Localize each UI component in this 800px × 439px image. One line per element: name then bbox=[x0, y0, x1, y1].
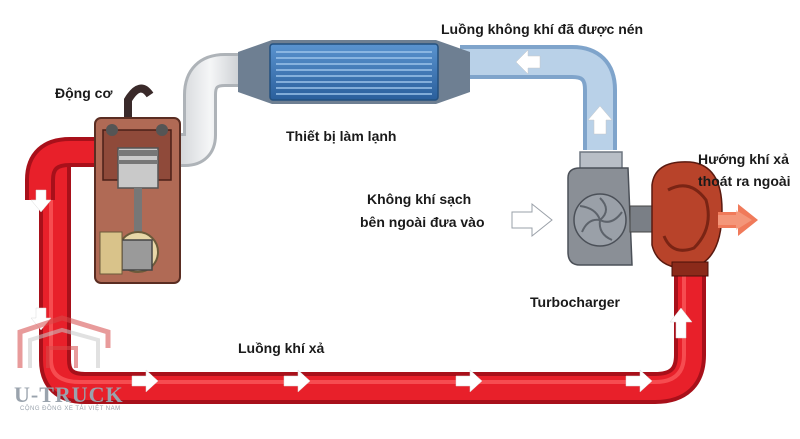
label-engine: Động cơ bbox=[55, 85, 113, 101]
compressed-air-pipe bbox=[170, 45, 617, 167]
arrow-right-icon bbox=[625, 369, 653, 393]
arrow-up-icon bbox=[669, 307, 693, 339]
arrow-up-icon bbox=[587, 105, 613, 135]
label-compressed-air: Luồng không khí đã được nén bbox=[441, 21, 644, 37]
arrow-right-icon bbox=[455, 369, 483, 393]
label-clean-air-1: Không khí sạch bbox=[367, 191, 472, 207]
label-clean-air-2: bên ngoài đưa vào bbox=[360, 214, 485, 230]
label-exhaust-out-2: thoát ra ngoài bbox=[698, 173, 791, 189]
exhaust-pipe bbox=[25, 137, 706, 404]
u-truck-logo-icon bbox=[17, 315, 111, 368]
label-intercooler: Thiết bị làm lạnh bbox=[286, 128, 397, 144]
intercooler bbox=[238, 40, 470, 104]
label-exhaust-out-1: Hướng khí xả bbox=[698, 151, 789, 167]
exhaust-flow-arrows bbox=[30, 189, 693, 393]
arrow-down-icon bbox=[30, 189, 52, 213]
logo-name: U-TRUCK bbox=[14, 382, 124, 407]
turbocharger-illustration bbox=[567, 151, 723, 277]
arrow-left-icon bbox=[515, 49, 541, 75]
label-exhaust-flow: Luồng khí xả bbox=[238, 340, 325, 356]
logo-tagline: CỘNG ĐỒNG XE TẢI VIỆT NAM bbox=[20, 406, 121, 412]
arrow-right-icon bbox=[283, 369, 311, 393]
clean-air-inlet-arrow-icon bbox=[511, 202, 553, 238]
arrow-right-icon bbox=[131, 369, 159, 393]
label-turbocharger: Turbocharger bbox=[530, 294, 620, 310]
engine-illustration bbox=[94, 84, 181, 284]
